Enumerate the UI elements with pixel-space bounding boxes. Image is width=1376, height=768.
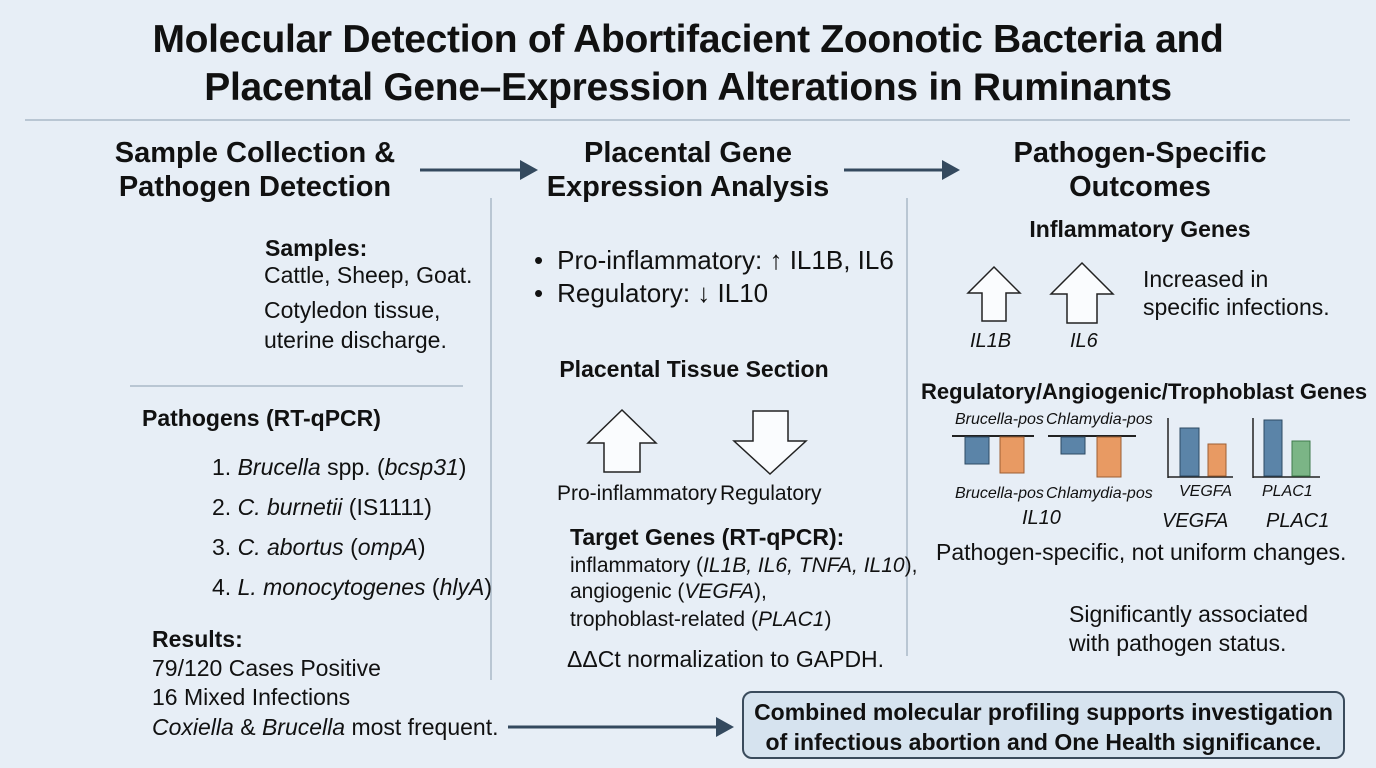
col2-heading-line-1: Placental Gene (584, 137, 792, 169)
conclusion-line-1: Combined molecular profiling supports in… (754, 699, 1333, 725)
col1-heading: Sample Collection & Pathogen Detection (70, 136, 440, 204)
target-line-1: inflammatory (IL1B, IL6, TNFA, IL10), (570, 554, 918, 577)
il10-brucella-bar-blue (964, 436, 990, 465)
il6-up-arrow-icon (1049, 261, 1115, 324)
results-line-1: 79/120 Cases Positive (152, 655, 381, 681)
col2-heading-line-2: Expression Analysis (546, 171, 830, 203)
increase-line-1: Increased in (1143, 266, 1269, 292)
chlamydia-pos-bottom-label: Chlamydia-pos (1046, 485, 1153, 502)
results-label: Results: (152, 626, 243, 652)
chlamydia-pos-top-label: Chlamydia-pos (1046, 411, 1153, 428)
target-line-2: angiogenic (VEGFA), (570, 580, 767, 603)
association-line-1: Significantly associated (1069, 601, 1309, 627)
samples-line-3: uterine discharge. (264, 327, 447, 353)
il10-label: IL10 (1022, 507, 1061, 529)
page-title: Molecular Detection of Abortifacient Zoo… (0, 16, 1376, 112)
pathogen-item-4: 4. L. monocytogenes (hlyA) (212, 574, 493, 600)
target-line-3: trophoblast-related (PLAC1) (570, 608, 832, 631)
inflammatory-genes-label: Inflammatory Genes (1029, 216, 1251, 242)
il10-chlamydia-bar-blue (1060, 436, 1086, 455)
pathogens-label: Pathogens (RT-qPCR) (142, 405, 381, 431)
title-divider (25, 119, 1350, 121)
title-line-2: Placental Gene–Expression Alterations in… (204, 66, 1172, 109)
results-line-3: Coxiella & Brucella most frequent. (152, 714, 499, 740)
il10-chlamydia-chart (1048, 435, 1136, 478)
pathogen-item-1: 1. Brucella spp. (bcsp31) (212, 454, 467, 480)
il10-chlamydia-bar-orange (1096, 436, 1122, 478)
col3-heading: Pathogen-Specific Outcomes (960, 136, 1320, 204)
results-line-2: 16 Mixed Infections (152, 684, 351, 710)
increase-line-2: specific infections. (1143, 294, 1330, 320)
vegfa-bar-blue (1179, 427, 1200, 477)
il1b-up-arrow-icon (966, 265, 1022, 322)
col2-heading: Placental Gene Expression Analysis (508, 136, 868, 204)
plac1-bar-blue (1263, 419, 1283, 477)
bullet-regulatory: Regulatory: ↓ IL10 (534, 277, 894, 310)
tissue-section-label: Placental Tissue Section (559, 356, 829, 382)
samples-line-1: Cattle, Sheep, Goat. (264, 262, 473, 288)
association-line-2: with pathogen status. (1069, 630, 1287, 656)
column-divider-1 (490, 198, 492, 680)
bullet-pro-inflammatory: Pro-inflammatory: ↑ IL1B, IL6 (534, 244, 894, 277)
pathogen-item-3: 3. C. abortus (ompA) (212, 534, 426, 560)
plac1-chart (1252, 418, 1320, 478)
samples-line-2: Cotyledon tissue, (264, 297, 441, 323)
conclusion-line-2: of infectious abortion and One Health si… (765, 729, 1322, 755)
col1-heading-line-1: Sample Collection & (114, 137, 396, 169)
il1b-label: IL1B (970, 330, 1012, 352)
pathogen-specific-note: Pathogen-specific, not uniform changes. (936, 539, 1347, 565)
plac1-small-label: PLAC1 (1262, 483, 1313, 500)
col3-heading-line-1: Pathogen-Specific (1013, 137, 1267, 169)
brucella-pos-bottom-label: Brucella-pos (955, 485, 1044, 502)
conclusion-box: Combined molecular profiling supports in… (742, 691, 1345, 759)
vegfa-chart (1167, 418, 1233, 478)
col1-heading-line-2: Pathogen Detection (118, 171, 392, 203)
flow-arrow-2 (844, 160, 960, 180)
brucella-pos-top-label: Brucella-pos (955, 411, 1044, 428)
pathogen-list: 1. Brucella spp. (bcsp31) 2. C. burnetii… (212, 447, 492, 607)
arrow-up-icon (586, 408, 658, 473)
plac1-bar-green (1291, 440, 1311, 477)
target-genes-label: Target Genes (RT-qPCR): (570, 524, 845, 550)
plac1-label: PLAC1 (1266, 510, 1330, 532)
vegfa-bar-orange (1207, 443, 1227, 477)
flow-arrow-1 (420, 160, 538, 180)
column1-divider (130, 385, 463, 387)
il6-label: IL6 (1070, 330, 1098, 352)
vegfa-small-label: VEGFA (1179, 483, 1233, 500)
arrow-up-label: Pro-inflammatory (557, 482, 717, 505)
title-line-1: Molecular Detection of Abortifacient Zoo… (152, 18, 1224, 61)
expression-bullets: Pro-inflammatory: ↑ IL1B, IL6 Regulatory… (534, 244, 894, 310)
regulatory-genes-label: Regulatory/Angiogenic/Trophoblast Genes (921, 379, 1368, 404)
il10-brucella-chart (952, 435, 1034, 474)
samples-label: Samples: (265, 235, 368, 261)
column-divider-2 (906, 198, 908, 656)
vegfa-label: VEGFA (1162, 510, 1229, 532)
normalization-text: ΔΔCt normalization to GAPDH. (567, 646, 885, 672)
arrow-down-icon (732, 410, 808, 476)
il10-brucella-bar-orange (999, 436, 1025, 474)
arrow-down-label: Regulatory (720, 482, 822, 505)
pathogen-item-2: 2. C. burnetii (IS1111) (212, 494, 432, 520)
col3-heading-line-2: Outcomes (1069, 171, 1211, 203)
results-to-conclusion-arrow (508, 717, 734, 737)
